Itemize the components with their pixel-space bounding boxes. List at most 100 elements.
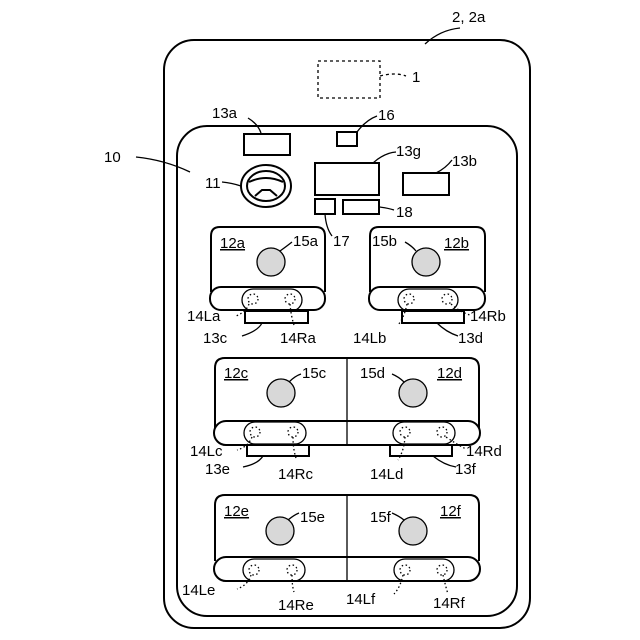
unit-13b-leader xyxy=(436,160,452,173)
label-13e: 13e xyxy=(205,461,230,478)
label-cabin: 10 xyxy=(104,149,121,166)
sensor-14Rd xyxy=(437,427,447,437)
label-13f: 13f xyxy=(455,461,477,478)
label-module-1: 1 xyxy=(412,69,420,86)
occ-15d-leader xyxy=(392,374,404,382)
label-13g: 13g xyxy=(396,143,421,160)
unit-13d-box xyxy=(402,311,464,323)
occupant-15c xyxy=(267,379,295,407)
vehicle-leader xyxy=(425,28,460,44)
sensor-14Lc xyxy=(250,427,260,437)
unit-18-leader xyxy=(379,207,394,210)
sensor-pair-f xyxy=(394,559,454,581)
unit-13g-box xyxy=(315,163,379,195)
sensor-pair-a xyxy=(242,289,302,311)
label-seat-12e: 12e xyxy=(224,503,249,520)
label-13c: 13c xyxy=(203,330,228,347)
leader-14Rf xyxy=(443,575,448,594)
label-14Lf: 14Lf xyxy=(346,591,376,608)
unit-13b-box xyxy=(403,173,449,195)
occ-15e-leader xyxy=(288,513,299,520)
leader-13e xyxy=(243,456,263,467)
sensor-pair-b xyxy=(398,289,458,311)
label-13d: 13d xyxy=(458,330,483,347)
occ-15f-leader xyxy=(392,513,404,520)
label-seat-12b: 12b xyxy=(444,235,469,252)
module-1-box xyxy=(318,61,380,98)
label-18: 18 xyxy=(396,204,413,221)
label-14La: 14La xyxy=(187,308,221,325)
label-14Ld: 14Ld xyxy=(370,466,403,483)
sensor-pair-e xyxy=(243,559,305,581)
sensor-pair-d xyxy=(393,422,455,444)
leader-13d xyxy=(437,323,458,336)
sensor-14Re xyxy=(287,565,297,575)
unit-13e-box xyxy=(247,445,309,456)
leader-14Rc xyxy=(293,437,296,458)
sensor-14Ld xyxy=(400,427,410,437)
sensor-14Le xyxy=(249,565,259,575)
label-15b: 15b xyxy=(372,233,397,250)
label-14Rc: 14Rc xyxy=(278,466,314,483)
leader-14Lc xyxy=(237,437,252,450)
label-17: 17 xyxy=(333,233,350,250)
label-seat-12f: 12f xyxy=(440,503,462,520)
label-16: 16 xyxy=(378,107,395,124)
occ-15b-leader xyxy=(405,242,416,251)
sensor-14Lb xyxy=(404,294,414,304)
label-14Le: 14Le xyxy=(182,582,215,599)
leader-14Lf xyxy=(394,575,403,594)
label-wheel-11: 11 xyxy=(205,175,221,192)
unit-17-box xyxy=(315,199,335,214)
sensor-14Lf xyxy=(400,565,410,575)
unit-13c-box xyxy=(245,311,308,323)
seat-12b-cushion xyxy=(369,287,485,310)
leader-13f xyxy=(433,456,456,467)
unit-16-box xyxy=(337,132,357,146)
module-1-leader xyxy=(380,74,406,76)
occupant-15a xyxy=(257,248,285,276)
sensor-pair-c xyxy=(244,422,306,444)
label-seat-12d: 12d xyxy=(437,365,462,382)
unit-16-leader xyxy=(357,116,377,132)
unit-13a-box xyxy=(244,134,290,155)
sensor-14Rf xyxy=(437,565,447,575)
unit-18-box xyxy=(343,200,379,214)
label-14Rf: 14Rf xyxy=(433,595,466,612)
label-seat-12c: 12c xyxy=(224,365,249,382)
occupant-15e xyxy=(266,517,294,545)
label-15c: 15c xyxy=(302,365,327,382)
label-13b: 13b xyxy=(452,153,477,170)
occupant-15b xyxy=(412,248,440,276)
unit-17-leader xyxy=(325,214,332,236)
sensor-14Rc xyxy=(288,427,298,437)
occ-15c-leader xyxy=(289,374,301,382)
label-15d: 15d xyxy=(360,365,385,382)
label-seat-12a: 12a xyxy=(220,235,246,252)
label-15a: 15a xyxy=(293,233,319,250)
occ-15a-leader xyxy=(280,242,292,251)
occupant-15f xyxy=(399,517,427,545)
seat-12a-cushion xyxy=(210,287,325,310)
label-14Re: 14Re xyxy=(278,597,314,614)
leader-13c xyxy=(242,323,262,336)
sensor-14Rb xyxy=(442,294,452,304)
label-15e: 15e xyxy=(300,509,325,526)
label-vehicle: 2, 2a xyxy=(452,9,486,26)
unit-13g-leader xyxy=(373,152,396,163)
label-14Ra: 14Ra xyxy=(280,330,317,347)
label-14Lc: 14Lc xyxy=(190,443,223,460)
sensor-14La xyxy=(248,294,258,304)
label-13a: 13a xyxy=(212,105,238,122)
sensor-14Ra xyxy=(285,294,295,304)
unit-13f-box xyxy=(390,445,452,456)
label-14Rd: 14Rd xyxy=(466,443,502,460)
steering-wheel-icon xyxy=(241,165,291,207)
leader-14Re xyxy=(292,575,294,592)
label-14Rb: 14Rb xyxy=(470,308,506,325)
leader-14Ra xyxy=(290,304,294,325)
wheel-leader xyxy=(222,182,241,186)
occupant-15d xyxy=(399,379,427,407)
